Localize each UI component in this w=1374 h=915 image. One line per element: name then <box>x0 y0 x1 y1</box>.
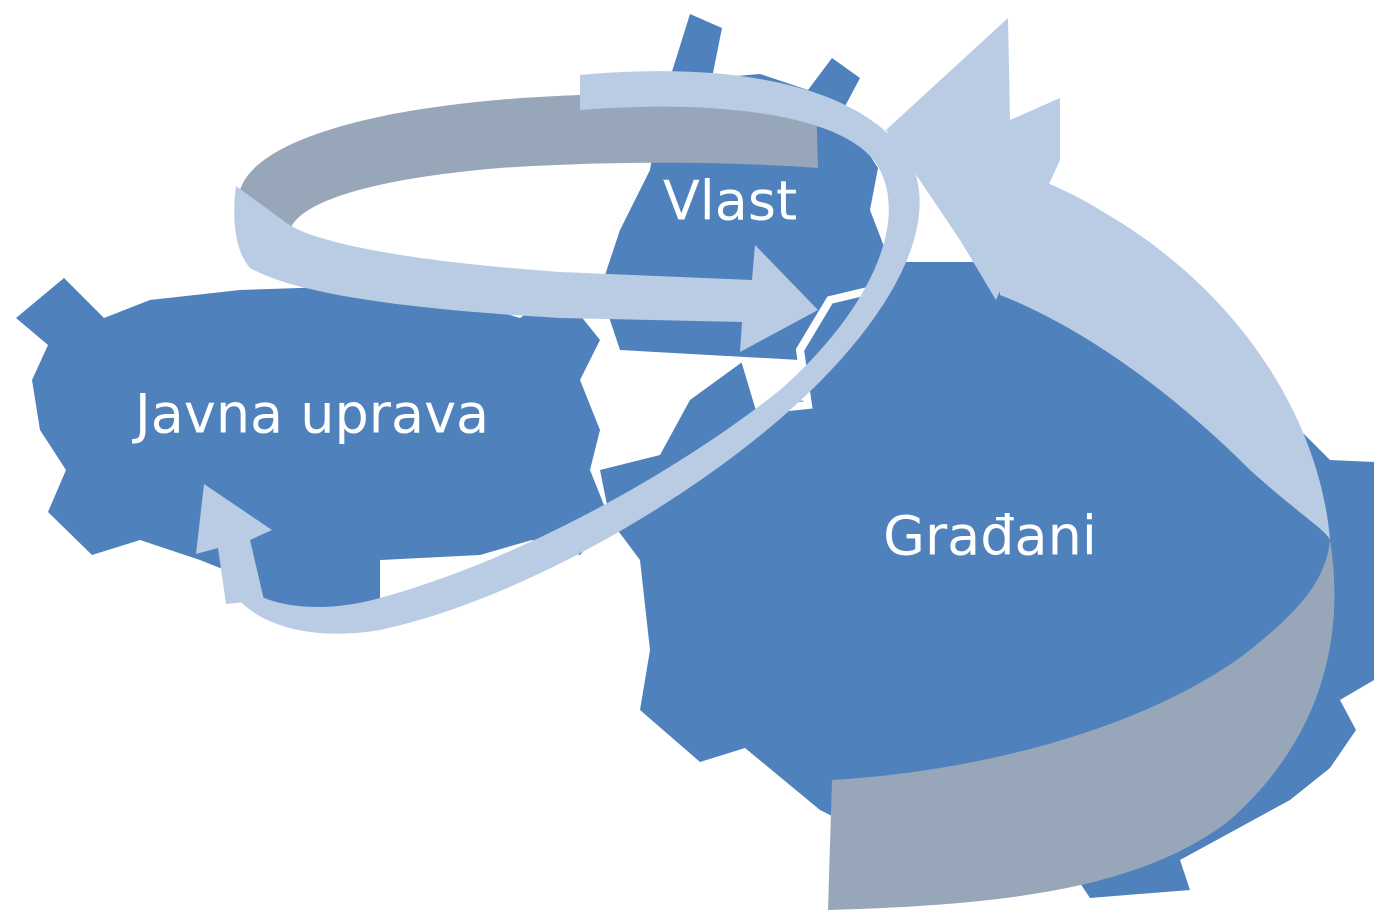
arrow-top-loop <box>234 93 818 352</box>
arrow-big-arc-body <box>1000 168 1330 540</box>
arrow-top-loop-back-face <box>240 93 818 230</box>
arrow-sweep <box>196 71 920 634</box>
gear-gradani-label: Građani <box>883 505 1097 568</box>
arrow-big-arc-head <box>886 18 1060 300</box>
arrow-big-arc-shadow <box>828 540 1335 910</box>
arrow-sweep-body <box>232 71 920 634</box>
gear-javna-uprava-label: Javna uprava <box>132 383 489 446</box>
gear-vlast-label: Vlast <box>663 170 797 233</box>
arrow-sweep-head <box>196 484 272 604</box>
gear-javna-uprava: Javna uprava <box>16 278 610 615</box>
arrow-top-loop-front-face <box>234 186 818 352</box>
arrow-big-arc <box>828 18 1335 910</box>
gear-javna-uprava-shape <box>16 278 610 615</box>
